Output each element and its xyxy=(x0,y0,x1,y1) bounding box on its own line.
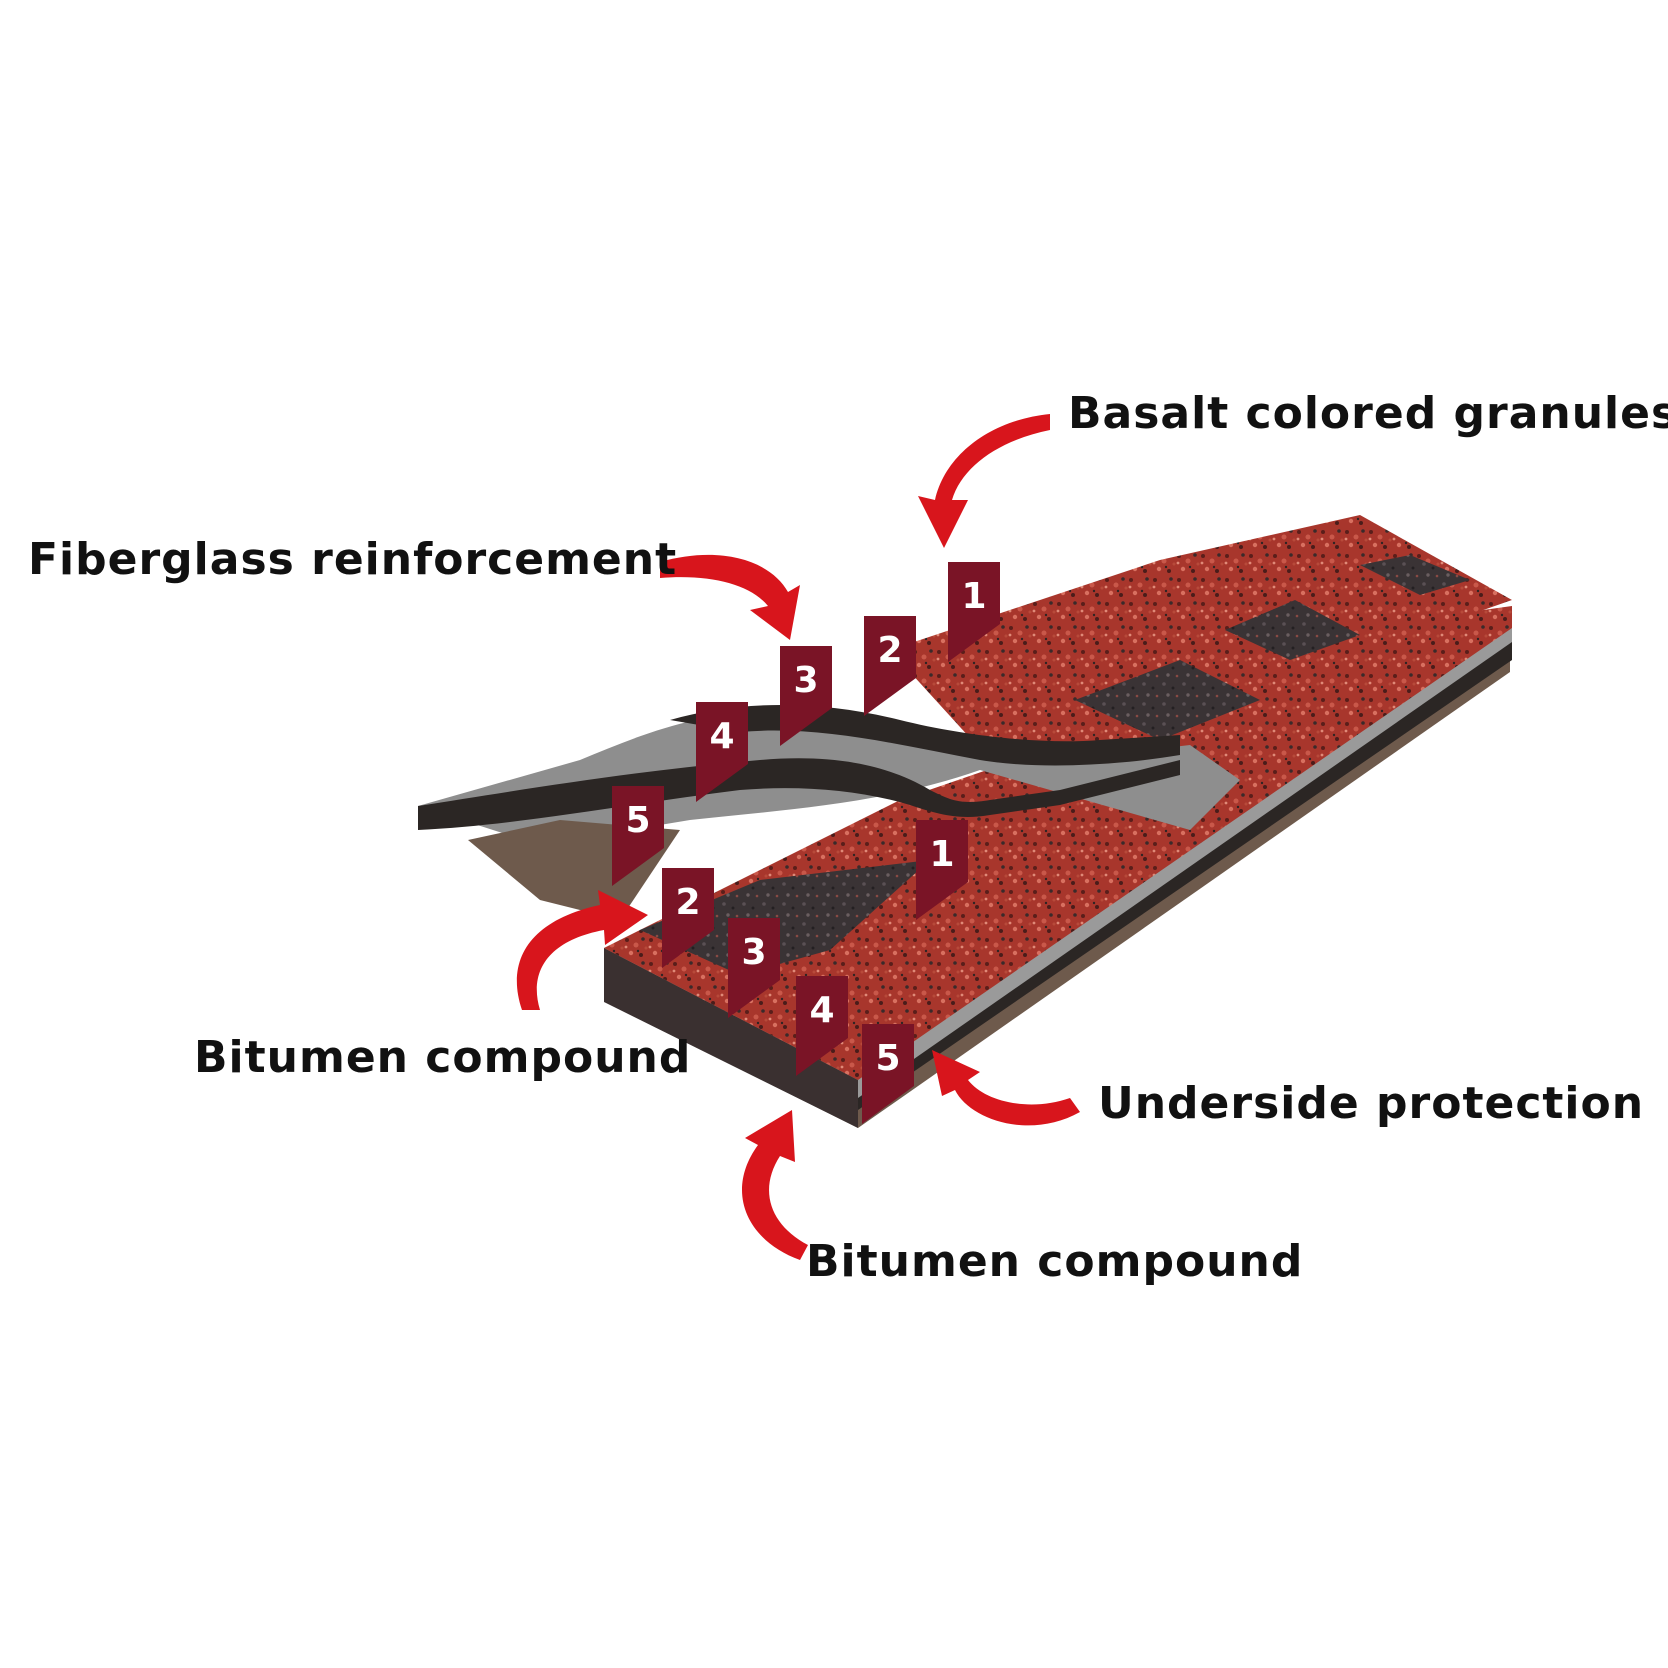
marker-top-2-label: 2 xyxy=(877,630,902,671)
marker-bottom-4: 4 xyxy=(796,976,848,1076)
marker-top-5-label: 5 xyxy=(625,800,650,841)
marker-bottom-1: 1 xyxy=(916,820,968,920)
label-underside-protection: Underside protection xyxy=(1098,1078,1644,1129)
markers-bottom: 1 2 3 4 5 xyxy=(662,820,968,1124)
granule-surface-upper xyxy=(890,515,1512,760)
arrows xyxy=(516,414,1080,1260)
tab-cutout-1 xyxy=(1075,660,1260,740)
label-basalt-granules: Basalt colored granules xyxy=(1068,388,1668,439)
marker-top-2: 2 xyxy=(864,616,916,716)
arrow-basalt-icon xyxy=(918,414,1050,548)
marker-bottom-4-label: 4 xyxy=(809,990,834,1031)
marker-top-4: 4 xyxy=(696,702,748,802)
marker-bottom-1-label: 1 xyxy=(929,834,954,875)
label-fiberglass-reinforcement: Fiberglass reinforcement xyxy=(28,534,677,585)
dark-granule-band xyxy=(640,860,930,975)
marker-bottom-5-label: 5 xyxy=(875,1038,900,1079)
arrow-fiberglass-icon xyxy=(660,554,800,640)
marker-bottom-3-label: 3 xyxy=(741,932,766,973)
front-edge xyxy=(604,948,858,1128)
markers-top: 1 2 3 4 5 xyxy=(612,562,1000,886)
arrow-bitumen-left-icon xyxy=(516,890,648,1010)
marker-top-5: 5 xyxy=(612,786,664,886)
label-bitumen-compound-left: Bitumen compound xyxy=(194,1032,691,1083)
marker-bottom-5: 5 xyxy=(862,1024,914,1124)
marker-bottom-2-label: 2 xyxy=(675,882,700,923)
marker-top-1-label: 1 xyxy=(961,576,986,617)
peeled-bitumen-layer xyxy=(418,758,1180,830)
shingle-illustration xyxy=(418,515,1512,1128)
marker-bottom-2: 2 xyxy=(662,868,714,968)
tab-cutout-2 xyxy=(1225,600,1360,660)
marker-top-4-label: 4 xyxy=(709,716,734,757)
marker-top-1: 1 xyxy=(948,562,1000,662)
marker-top-3: 3 xyxy=(780,646,832,746)
arrow-bitumen-bottom-icon xyxy=(741,1110,808,1260)
label-bitumen-compound-bottom: Bitumen compound xyxy=(806,1236,1303,1287)
marker-bottom-3: 3 xyxy=(728,918,780,1018)
marker-top-3-label: 3 xyxy=(793,660,818,701)
arrow-underside-icon xyxy=(932,1050,1080,1126)
tab-cutout-3 xyxy=(1360,555,1470,595)
granule-surface-lower xyxy=(604,606,1512,1080)
